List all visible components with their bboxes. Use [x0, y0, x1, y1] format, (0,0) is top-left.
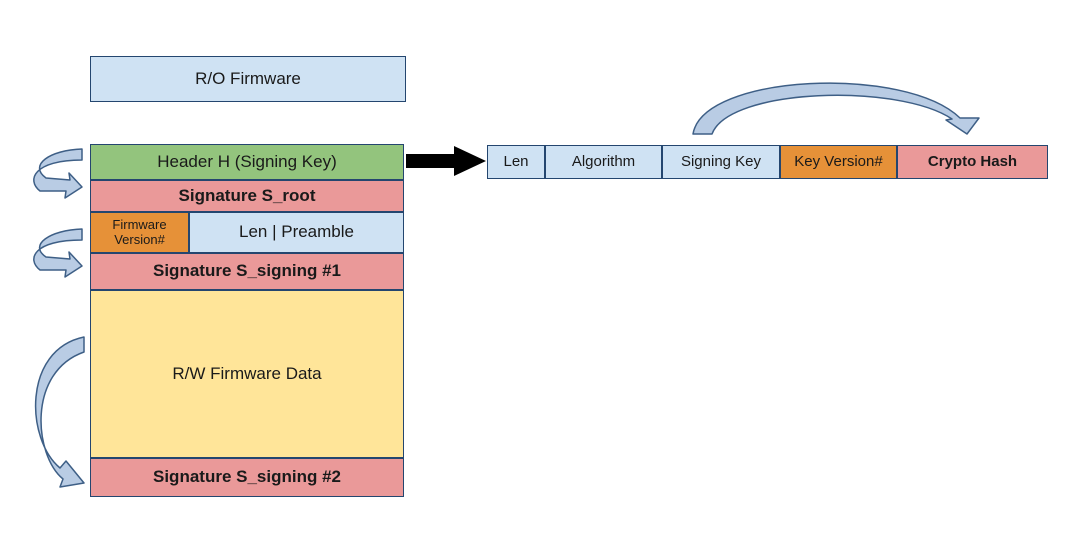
header-curved-arrow	[33, 148, 83, 199]
header-block: Header H (Signing Key)	[90, 144, 404, 180]
key-field-len: Len	[487, 145, 545, 179]
firmware-version-block: Firmware Version#	[90, 212, 189, 253]
preamble-curved-arrow	[33, 228, 83, 278]
signature-signing-1-block: Signature S_signing #1	[90, 253, 404, 290]
ro-firmware-block: R/O Firmware	[90, 56, 406, 102]
key-field-algorithm: Algorithm	[545, 145, 662, 179]
key-field-key-version: Key Version#	[780, 145, 897, 179]
len-preamble-block: Len | Preamble	[189, 212, 404, 253]
signature-signing-2-block: Signature S_signing #2	[90, 458, 404, 497]
data-signature-curved-arrow	[34, 336, 85, 488]
key-field-signing-key: Signing Key	[662, 145, 780, 179]
header-expansion-arrow	[406, 146, 486, 176]
rw-firmware-data-block: R/W Firmware Data	[90, 290, 404, 458]
signature-root-block: Signature S_root	[90, 180, 404, 212]
key-field-crypto-hash: Crypto Hash	[897, 145, 1048, 179]
signing-key-to-hash-curved-arrow	[692, 82, 980, 135]
